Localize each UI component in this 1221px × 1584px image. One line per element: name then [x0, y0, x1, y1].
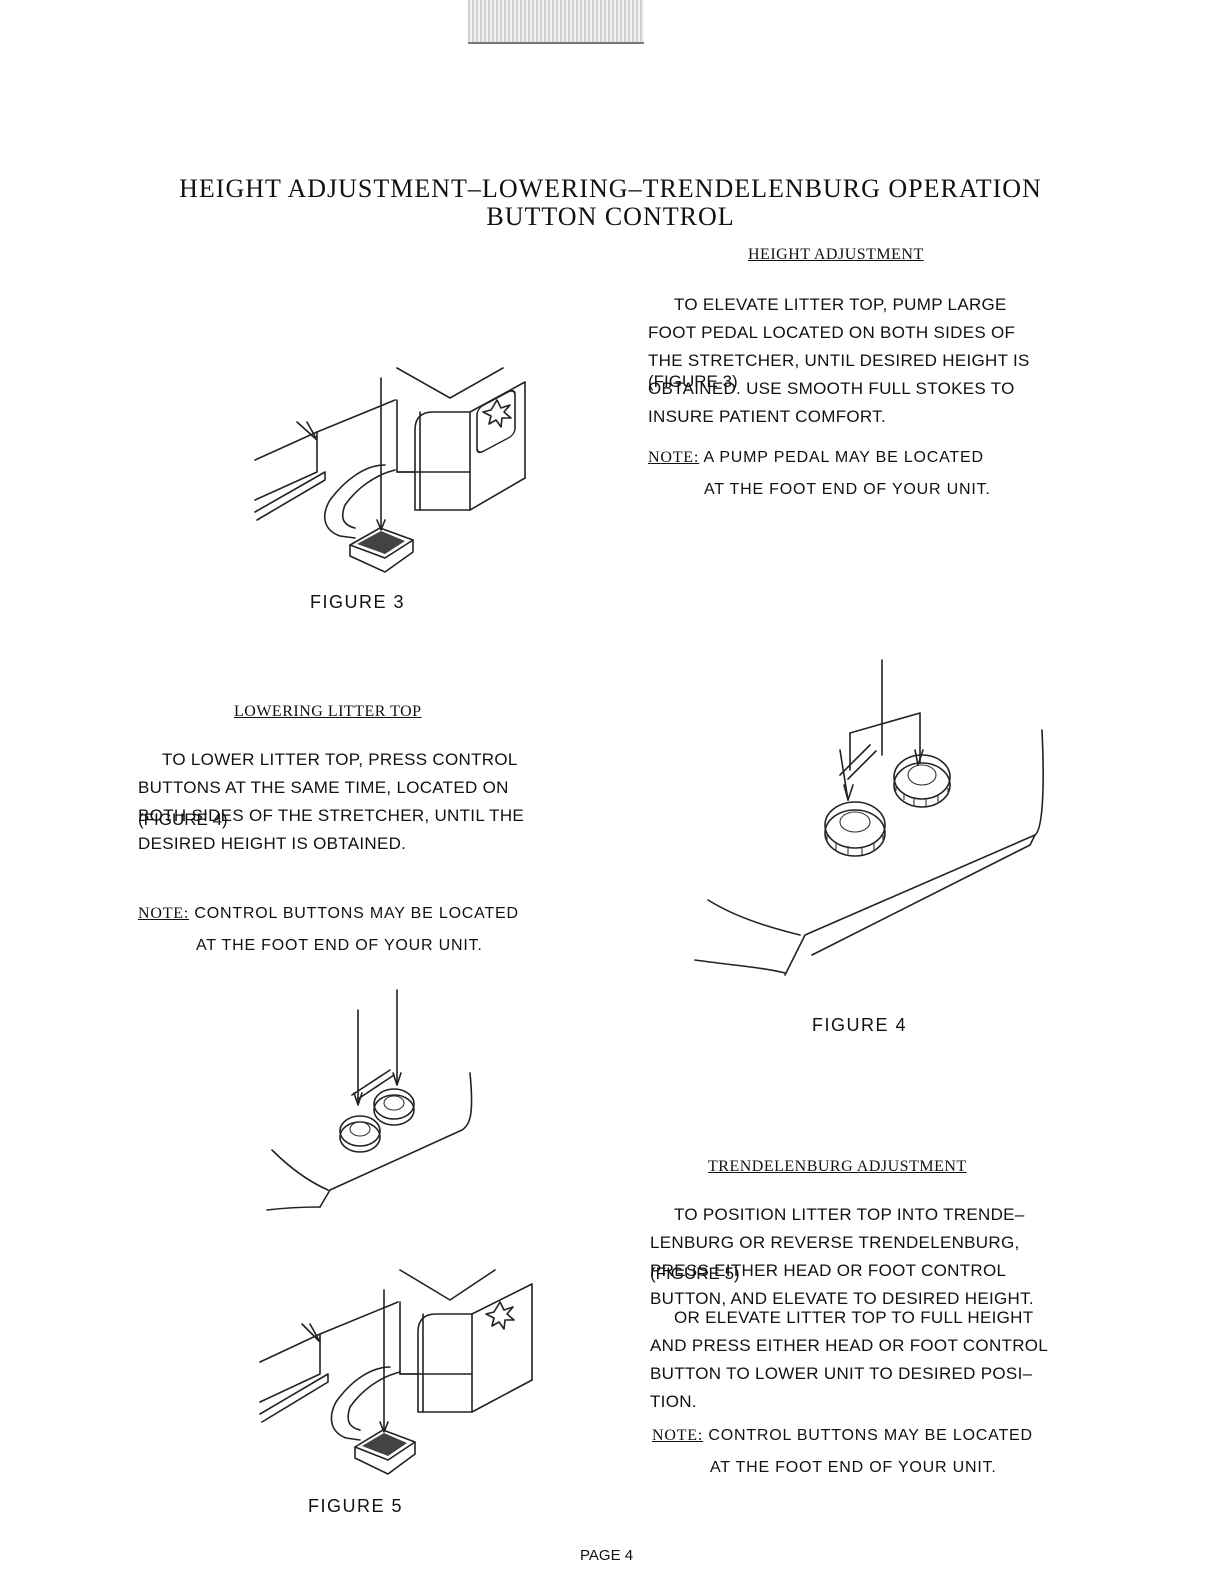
page-number: PAGE 4	[580, 1547, 634, 1564]
trendelenburg-text-2: OR ELEVATE LITTER TOP TO FULL HEIGHT AND…	[650, 1297, 1100, 1423]
note-text: AT THE FOOT END OF YOUR UNIT.	[704, 481, 991, 498]
height-adjustment-heading: HEIGHT ADJUSTMENT	[748, 246, 924, 263]
text-line: LENBURG OR REVERSE TRENDELENBURG,	[650, 1233, 1020, 1252]
note-label: NOTE:	[138, 905, 190, 922]
lowering-note: NOTE: CONTROL BUTTONS MAY BE LOCATED AT …	[138, 890, 578, 970]
figure-reference: (FIGURE 5)	[650, 1264, 740, 1283]
page-title: HEIGHT ADJUSTMENT–LOWERING–TRENDELENBURG…	[179, 174, 1042, 203]
figure-reference: (FIGURE 4)	[138, 810, 228, 829]
text-line: BUTTON, AND ELEVATE TO DESIRED HEIGHT.	[650, 1289, 1034, 1308]
trendelenburg-note: NOTE: CONTROL BUTTONS MAY BE LOCATED AT …	[652, 1412, 1092, 1492]
trendelenburg-heading: TRENDELENBURG ADJUSTMENT	[708, 1158, 967, 1175]
trendelenburg-text: TO POSITION LITTER TOP INTO TRENDE– LENB…	[650, 1194, 1100, 1320]
figure-5-caption: FIGURE 5	[308, 1496, 404, 1516]
note-text: CONTROL BUTTONS MAY BE LOCATED	[194, 905, 519, 922]
text-line: PRESS EITHER HEAD OR FOOT CONTROL	[650, 1261, 1007, 1280]
lowering-text: TO LOWER LITTER TOP, PRESS CONTROL BUTTO…	[138, 739, 588, 865]
text-line: FOOT PEDAL LOCATED ON BOTH SIDES OF	[648, 323, 1016, 342]
note-label: NOTE:	[648, 449, 700, 466]
text-line: BUTTON TO LOWER UNIT TO DESIRED POSI–	[650, 1364, 1033, 1383]
figure-3-caption: FIGURE 3	[310, 592, 406, 612]
text-line: AND PRESS EITHER HEAD OR FOOT CONTROL	[650, 1336, 1049, 1355]
text-line: OBTAINED. USE SMOOTH FULL STOKES TO	[648, 379, 1015, 398]
text-line: OR ELEVATE LITTER TOP TO FULL HEIGHT	[674, 1308, 1034, 1327]
text-line: BUTTONS AT THE SAME TIME, LOCATED ON	[138, 778, 509, 797]
text-line: TION.	[650, 1392, 697, 1411]
text-line: TO ELEVATE LITTER TOP, PUMP LARGE	[674, 295, 1007, 314]
figure-reference: (FIGURE 3)	[648, 372, 738, 391]
text-line: DESIRED HEIGHT IS OBTAINED.	[138, 834, 407, 853]
lowering-heading: LOWERING LITTER TOP	[234, 703, 422, 720]
note-label: NOTE:	[652, 1427, 704, 1444]
note-text: A PUMP PEDAL MAY BE LOCATED	[703, 449, 984, 466]
figure-5-pedal-illustration	[259, 1269, 533, 1475]
height-adjustment-text: TO ELEVATE LITTER TOP, PUMP LARGE FOOT P…	[648, 284, 1088, 438]
note-text: CONTROL BUTTONS MAY BE LOCATED	[708, 1427, 1033, 1444]
text-line: BOTH SIDES OF THE STRETCHER, UNTIL THE	[138, 806, 525, 825]
height-note: NOTE: A PUMP PEDAL MAY BE LOCATED AT THE…	[648, 434, 1068, 514]
figure-3-pedal-illustration	[254, 367, 526, 573]
note-text: AT THE FOOT END OF YOUR UNIT.	[196, 937, 483, 954]
figure-4-caption: FIGURE 4	[812, 1015, 908, 1035]
figure-4-buttons-illustration	[694, 659, 1044, 976]
figure-5-buttons-illustration	[266, 989, 473, 1211]
text-line: INSURE PATIENT COMFORT.	[648, 407, 886, 426]
page-subtitle: BUTTON CONTROL	[486, 202, 735, 231]
header-stamp	[468, 0, 644, 44]
text-line: TO LOWER LITTER TOP, PRESS CONTROL	[162, 750, 518, 769]
note-text: AT THE FOOT END OF YOUR UNIT.	[710, 1459, 997, 1476]
text-line: THE STRETCHER, UNTIL DESIRED HEIGHT IS	[648, 351, 1030, 370]
text-line: TO POSITION LITTER TOP INTO TRENDE–	[674, 1205, 1025, 1224]
